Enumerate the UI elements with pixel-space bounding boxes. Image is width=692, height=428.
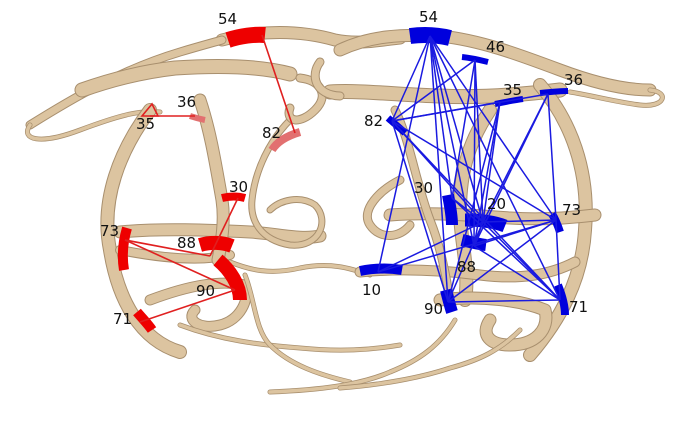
right-link-r73-r71 bbox=[555, 219, 561, 301]
right-link-r46-r20 bbox=[474, 59, 484, 223]
right-link-r82-r90 bbox=[391, 120, 449, 303]
right-link-r54-r82 bbox=[391, 35, 431, 122]
right-link-r30-r71 bbox=[451, 197, 561, 301]
highlight-l82 bbox=[268, 128, 302, 153]
right-link-r35-r90 bbox=[447, 101, 501, 303]
right-label-71: 71 bbox=[569, 298, 588, 316]
right-link-r36-r82 bbox=[391, 93, 549, 122]
left-link-l71-l90 bbox=[139, 289, 236, 323]
right-label-73: 73 bbox=[562, 201, 581, 219]
right-label-20: 20 bbox=[487, 195, 506, 213]
left-link-l30-l88 bbox=[209, 197, 239, 257]
right-link-r36-r73 bbox=[547, 93, 557, 221]
left-link-l73-l88 bbox=[124, 239, 211, 257]
right-link-r54-r30 bbox=[429, 35, 453, 199]
right-link-r54-r71 bbox=[429, 35, 561, 301]
right-label-36: 36 bbox=[564, 71, 583, 89]
left-label-88: 88 bbox=[177, 234, 196, 252]
right-link-r46-r82 bbox=[391, 59, 476, 122]
highlight-l54 bbox=[225, 26, 266, 48]
right-link-r46-r30 bbox=[451, 59, 476, 199]
right-label-35: 35 bbox=[503, 81, 522, 99]
right-link-r20-r88 bbox=[473, 221, 484, 247]
highlight-r54 bbox=[408, 26, 452, 46]
highlight-l90 bbox=[213, 254, 247, 301]
left-label-90: 90 bbox=[196, 282, 215, 300]
right-label-30: 30 bbox=[414, 179, 433, 197]
residue-labels: 54 36 35 82 30 73 88 90 71 54 46 35 36 8… bbox=[100, 8, 588, 328]
highlight-r46 bbox=[461, 54, 489, 65]
right-link-r82-r73 bbox=[391, 120, 557, 221]
left-label-35: 35 bbox=[136, 115, 155, 133]
left-label-73: 73 bbox=[100, 222, 119, 240]
highlight-r30 bbox=[442, 193, 458, 226]
right-link-r10-r73 bbox=[377, 219, 557, 273]
left-label-54: 54 bbox=[218, 10, 237, 28]
right-contact-links bbox=[377, 35, 561, 303]
highlight-l30 bbox=[221, 192, 247, 202]
right-label-88: 88 bbox=[457, 258, 476, 276]
highlight-l73 bbox=[117, 226, 132, 271]
right-link-r10-r20 bbox=[377, 221, 484, 273]
right-link-r88-r71 bbox=[473, 245, 561, 301]
right-link-r35-r20 bbox=[482, 101, 501, 223]
right-link-r82-r71 bbox=[391, 120, 561, 301]
highlight-r10 bbox=[359, 263, 403, 276]
right-link-r54-r10 bbox=[377, 35, 431, 273]
right-link-r20-r90 bbox=[447, 221, 484, 303]
right-link-r54-r90 bbox=[429, 35, 449, 303]
left-label-30: 30 bbox=[229, 178, 248, 196]
right-link-r20-r71 bbox=[482, 221, 561, 301]
left-link-l73-l90 bbox=[124, 239, 236, 291]
left-link-l54-l82 bbox=[261, 34, 296, 134]
left-label-71: 71 bbox=[113, 310, 132, 328]
right-label-46: 46 bbox=[486, 38, 505, 56]
left-label-36: 36 bbox=[177, 93, 196, 111]
left-link-l35-l36-triangle bbox=[140, 102, 160, 117]
right-monomer-ribbon bbox=[267, 28, 665, 395]
right-label-10: 10 bbox=[362, 281, 381, 299]
right-link-r90-r71 bbox=[447, 299, 561, 303]
highlight-r36 bbox=[539, 88, 569, 96]
right-link-r20-r73 bbox=[482, 219, 557, 223]
right-label-90: 90 bbox=[424, 300, 443, 318]
left-label-82: 82 bbox=[262, 124, 281, 142]
right-label-54: 54 bbox=[419, 8, 438, 26]
left-contact-links bbox=[124, 34, 296, 323]
left-monomer-ribbon bbox=[25, 26, 407, 385]
right-link-r90-r73 bbox=[447, 219, 557, 303]
right-label-82: 82 bbox=[364, 112, 383, 130]
